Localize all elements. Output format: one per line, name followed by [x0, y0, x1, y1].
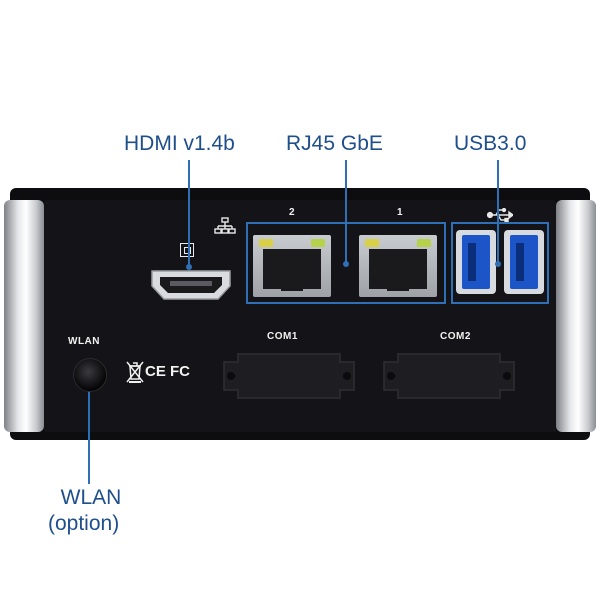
rj45-callout: RJ45 GbE — [286, 132, 383, 155]
wlan-panel-label: WLAN — [68, 336, 100, 347]
lan1-label: 1 — [397, 207, 404, 218]
com1-port-cover — [223, 353, 355, 399]
wlan-callout-line1: WLAN — [60, 486, 122, 509]
usb-leader-dot — [495, 261, 501, 267]
hdmi-leader-line — [188, 160, 190, 268]
rj45-leader-dot — [343, 261, 349, 267]
link-led — [259, 239, 273, 247]
network-icon — [214, 217, 236, 234]
rj45-port-1 — [359, 235, 437, 297]
ce-fc-marks: CE FC — [145, 363, 190, 380]
weee-bin-icon — [126, 361, 144, 383]
left-side-panel — [4, 200, 44, 432]
hdmi-port — [151, 270, 231, 300]
right-side-panel — [556, 200, 596, 432]
wlan-callout-line2: (option) — [48, 512, 120, 535]
usb-highlight-box — [451, 222, 549, 304]
wlan-leader-line — [88, 378, 90, 484]
rj45-latch-slot — [281, 279, 303, 291]
usb-blue-insert — [462, 235, 490, 289]
usb-blue-insert — [510, 235, 538, 289]
rj45-leader-line — [345, 160, 347, 264]
rj45-latch-slot — [387, 279, 409, 291]
usb-tongue — [468, 243, 476, 281]
link-led — [365, 239, 379, 247]
lan2-label: 2 — [289, 207, 296, 218]
com2-label: COM2 — [440, 331, 471, 342]
usb-tongue — [516, 243, 524, 281]
usb-callout: USB3.0 — [454, 132, 527, 155]
activity-led — [311, 239, 325, 247]
com2-port-cover — [383, 353, 515, 399]
rj45-port-2 — [253, 235, 331, 297]
usb-symbol-icon — [487, 208, 513, 222]
hdmi-leader-dot — [186, 264, 192, 270]
usb-leader-line — [497, 160, 499, 264]
wlan-antenna-hole — [73, 358, 107, 392]
activity-led — [417, 239, 431, 247]
usb3-port-left — [456, 230, 496, 294]
com1-label: COM1 — [267, 331, 298, 342]
hdmi-symbol-icon — [180, 243, 194, 257]
hdmi-callout: HDMI v1.4b — [124, 132, 235, 155]
usb3-port-right — [504, 230, 544, 294]
